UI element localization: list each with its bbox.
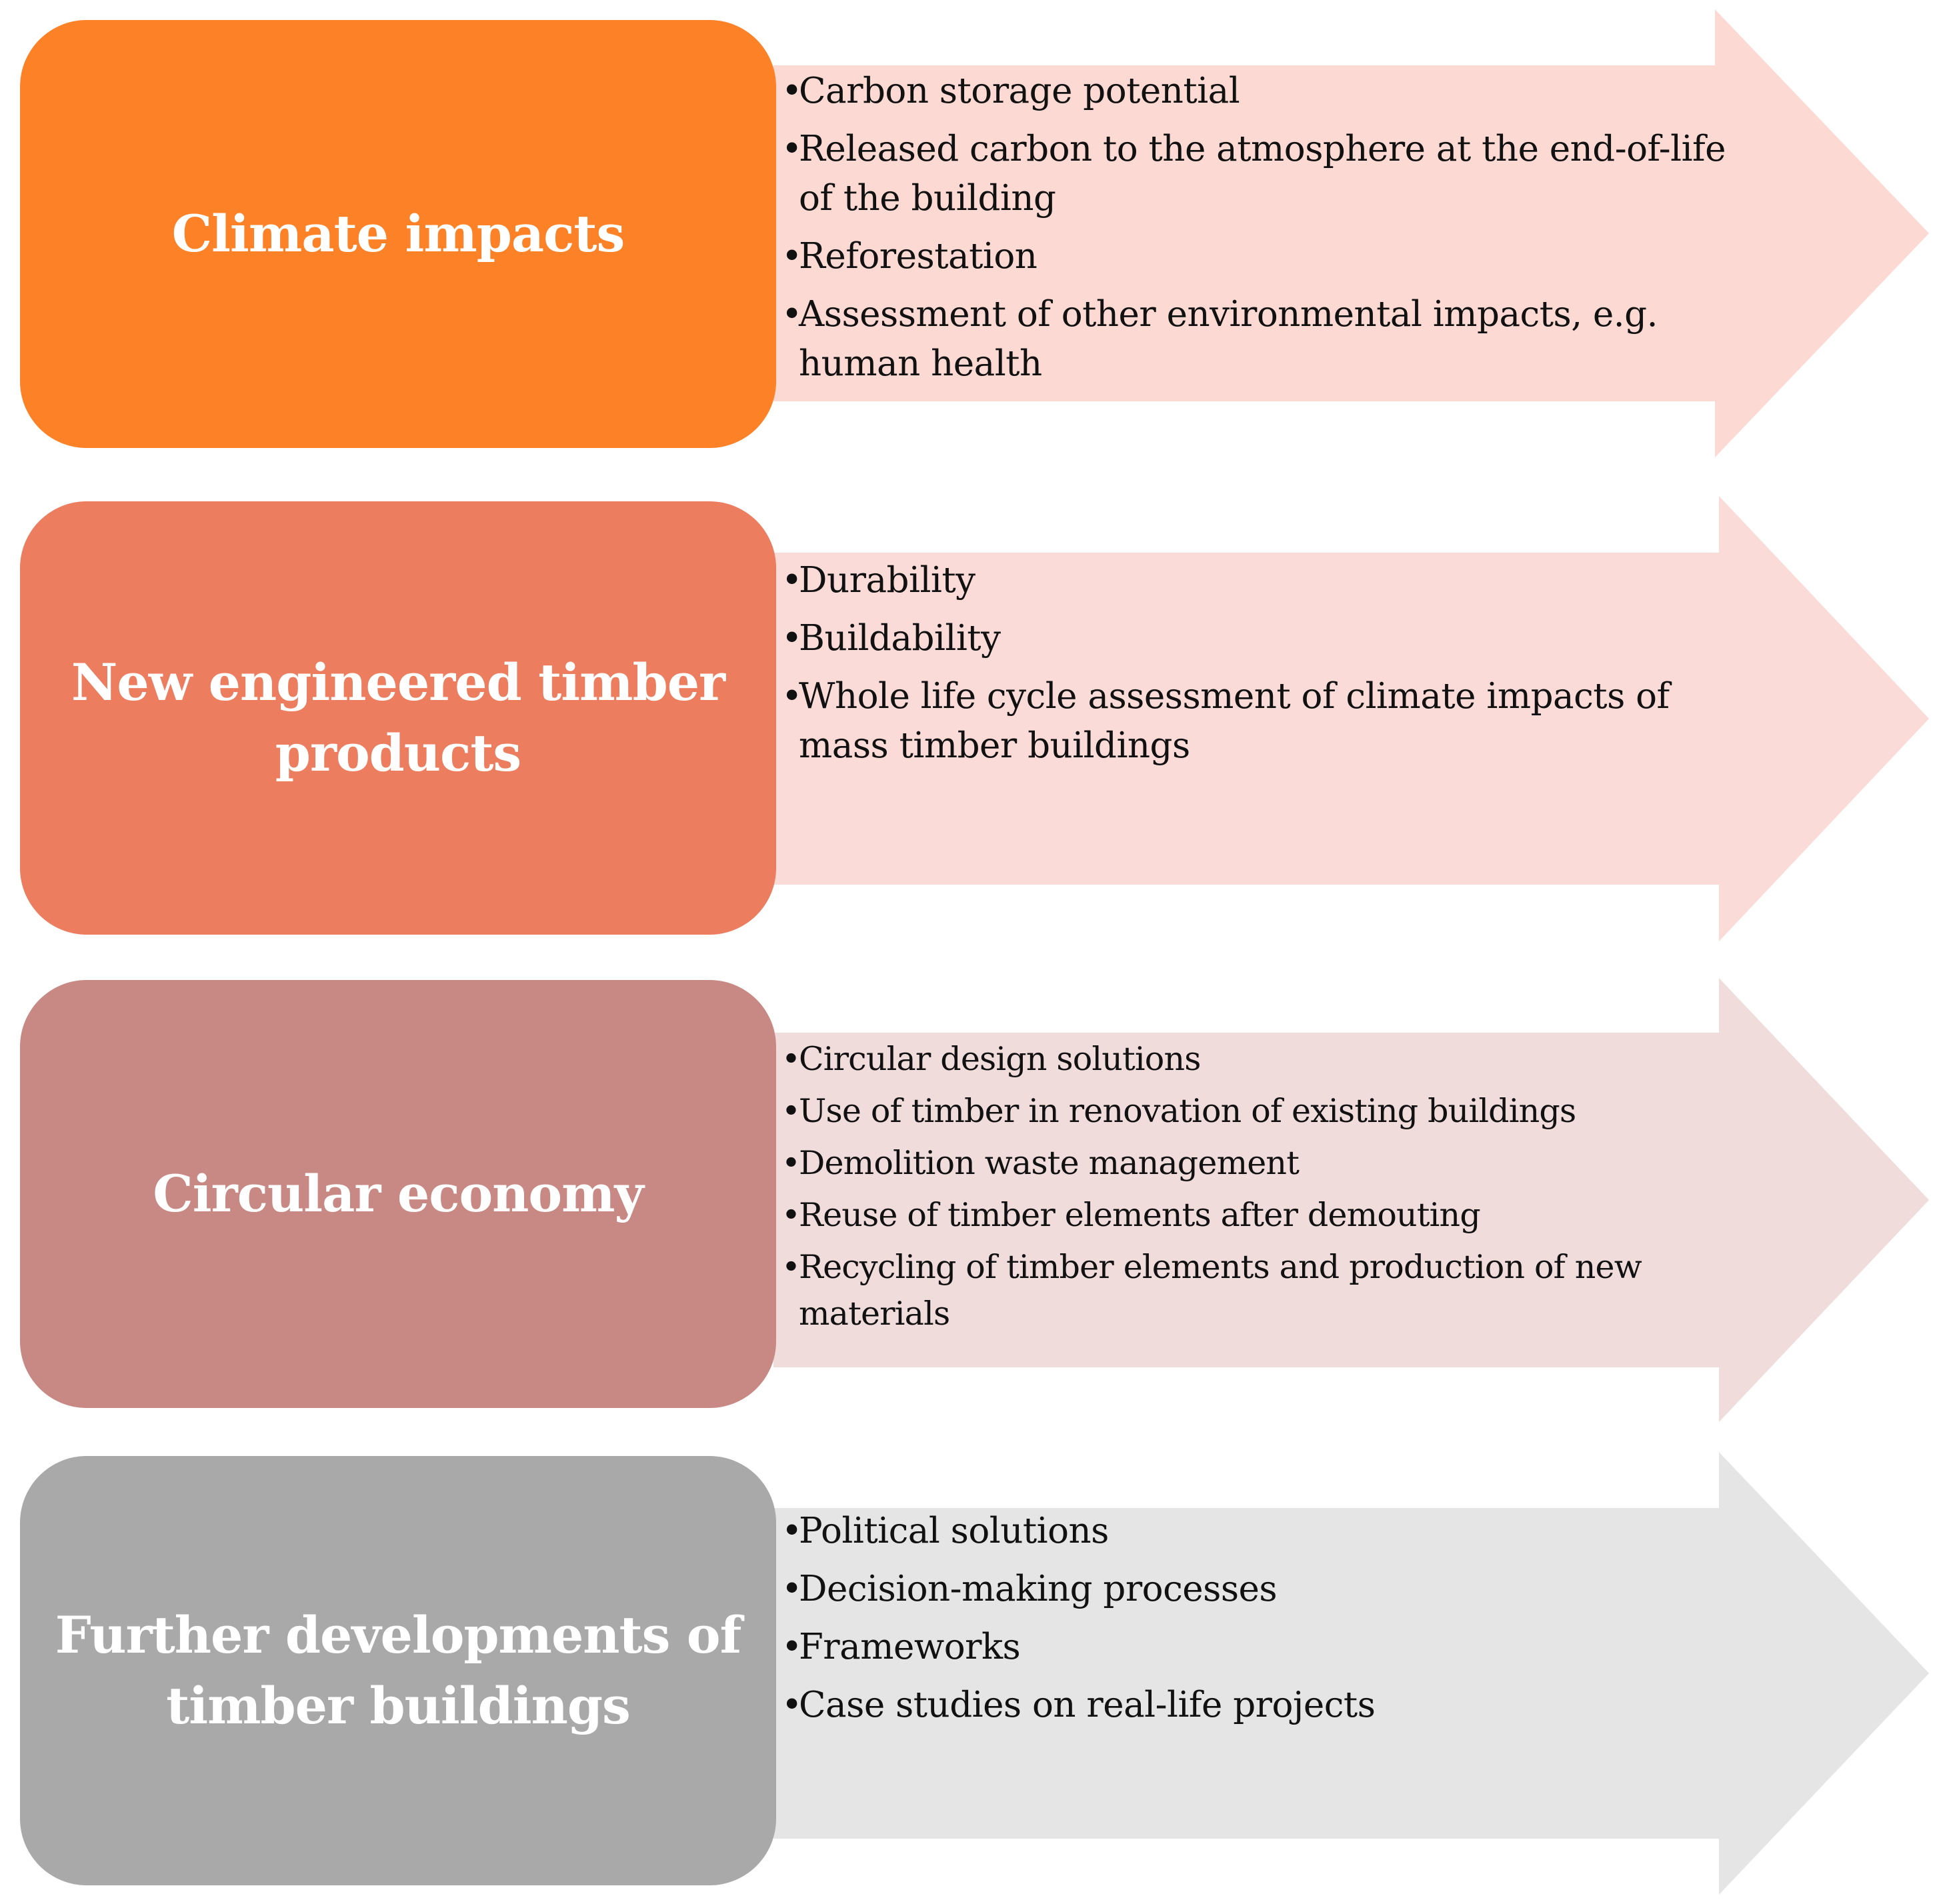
list-item: •Decision-making processes <box>781 1565 1759 1614</box>
list-item: •Recycling of timber elements and produc… <box>781 1244 1659 1337</box>
bullet-icon: • <box>781 1685 802 1725</box>
bullet-icon: • <box>781 129 802 169</box>
arrow-new-engineered-timber-products <box>773 496 1929 941</box>
arrow-shape <box>773 1452 1929 1895</box>
bullet-icon: • <box>781 71 802 111</box>
list-item: •Buildability <box>781 614 1759 663</box>
bullet-icon: • <box>781 618 802 659</box>
bullet-list-further-developments: •Political solutions •Decision-making pr… <box>781 1507 1759 1739</box>
label-new-engineered-timber-products: New engineered timber products <box>71 653 725 783</box>
row-further-developments: Further developments of timber buildings… <box>0 1440 1935 1904</box>
label-box-further-developments: Further developments of timber buildings <box>20 1456 776 1885</box>
list-item: •Frameworks <box>781 1623 1759 1672</box>
label-box-new-engineered-timber-products: New engineered timber products <box>20 501 776 935</box>
bullet-icon: • <box>781 1092 801 1130</box>
arrow-circular-economy <box>773 978 1929 1422</box>
bullet-list-climate-impacts: •Carbon storage potential •Released carb… <box>781 67 1759 397</box>
label-climate-impacts: Climate impacts <box>171 204 625 263</box>
label-box-climate-impacts: Climate impacts <box>20 20 776 448</box>
label-box-circular-economy: Circular economy <box>20 980 776 1408</box>
list-item: •Demolition waste management <box>781 1140 1659 1187</box>
arrow-further-developments <box>773 1452 1929 1895</box>
arrow-shape <box>773 9 1929 457</box>
label-circular-economy: Circular economy <box>153 1164 643 1223</box>
bullet-icon: • <box>781 1511 802 1551</box>
bullet-icon: • <box>781 1569 802 1609</box>
list-item: • Assessment of other environmental impa… <box>781 290 1759 389</box>
list-item: •Released carbon to the atmosphere at th… <box>781 125 1759 223</box>
list-item: •Political solutions <box>781 1507 1759 1556</box>
list-item: •Case studies on real-life projects <box>781 1681 1759 1730</box>
list-item: •Reuse of timber elements after demoutin… <box>781 1192 1659 1239</box>
bullet-icon: • <box>781 1248 801 1286</box>
list-item: •Carbon storage potential <box>781 67 1759 116</box>
arrow-shape <box>773 496 1929 941</box>
row-new-engineered-timber-products: New engineered timber products •Durabili… <box>0 487 1935 953</box>
bullet-icon: • <box>781 236 802 277</box>
row-climate-impacts: Climate impacts •Carbon storage potentia… <box>0 0 1935 467</box>
label-further-developments: Further developments of timber buildings <box>55 1605 742 1735</box>
bullet-icon: • <box>781 1144 801 1182</box>
bullet-icon: • <box>781 1627 802 1667</box>
arrow-climate-impacts <box>773 9 1929 457</box>
list-item: •Durability <box>781 556 1759 605</box>
list-item: •Whole life cycle assessment of climate … <box>781 672 1759 771</box>
row-circular-economy: Circular economy •Circular design soluti… <box>0 967 1935 1433</box>
bullet-icon: • <box>781 676 802 717</box>
bullet-list-new-engineered-timber-products: •Durability •Buildability •Whole life cy… <box>781 556 1759 779</box>
bullet-icon: • <box>781 560 802 601</box>
bullet-icon: • <box>781 294 802 335</box>
bullet-icon: • <box>781 1040 801 1078</box>
list-item: •Use of timber in renovation of existing… <box>781 1088 1659 1135</box>
bullet-list-circular-economy: •Circular design solutions •Use of timbe… <box>781 1036 1659 1343</box>
bullet-icon: • <box>781 1196 801 1234</box>
list-item: •Circular design solutions <box>781 1036 1659 1083</box>
arrow-shape <box>773 978 1929 1422</box>
list-item: • Reforestation <box>781 232 1759 281</box>
